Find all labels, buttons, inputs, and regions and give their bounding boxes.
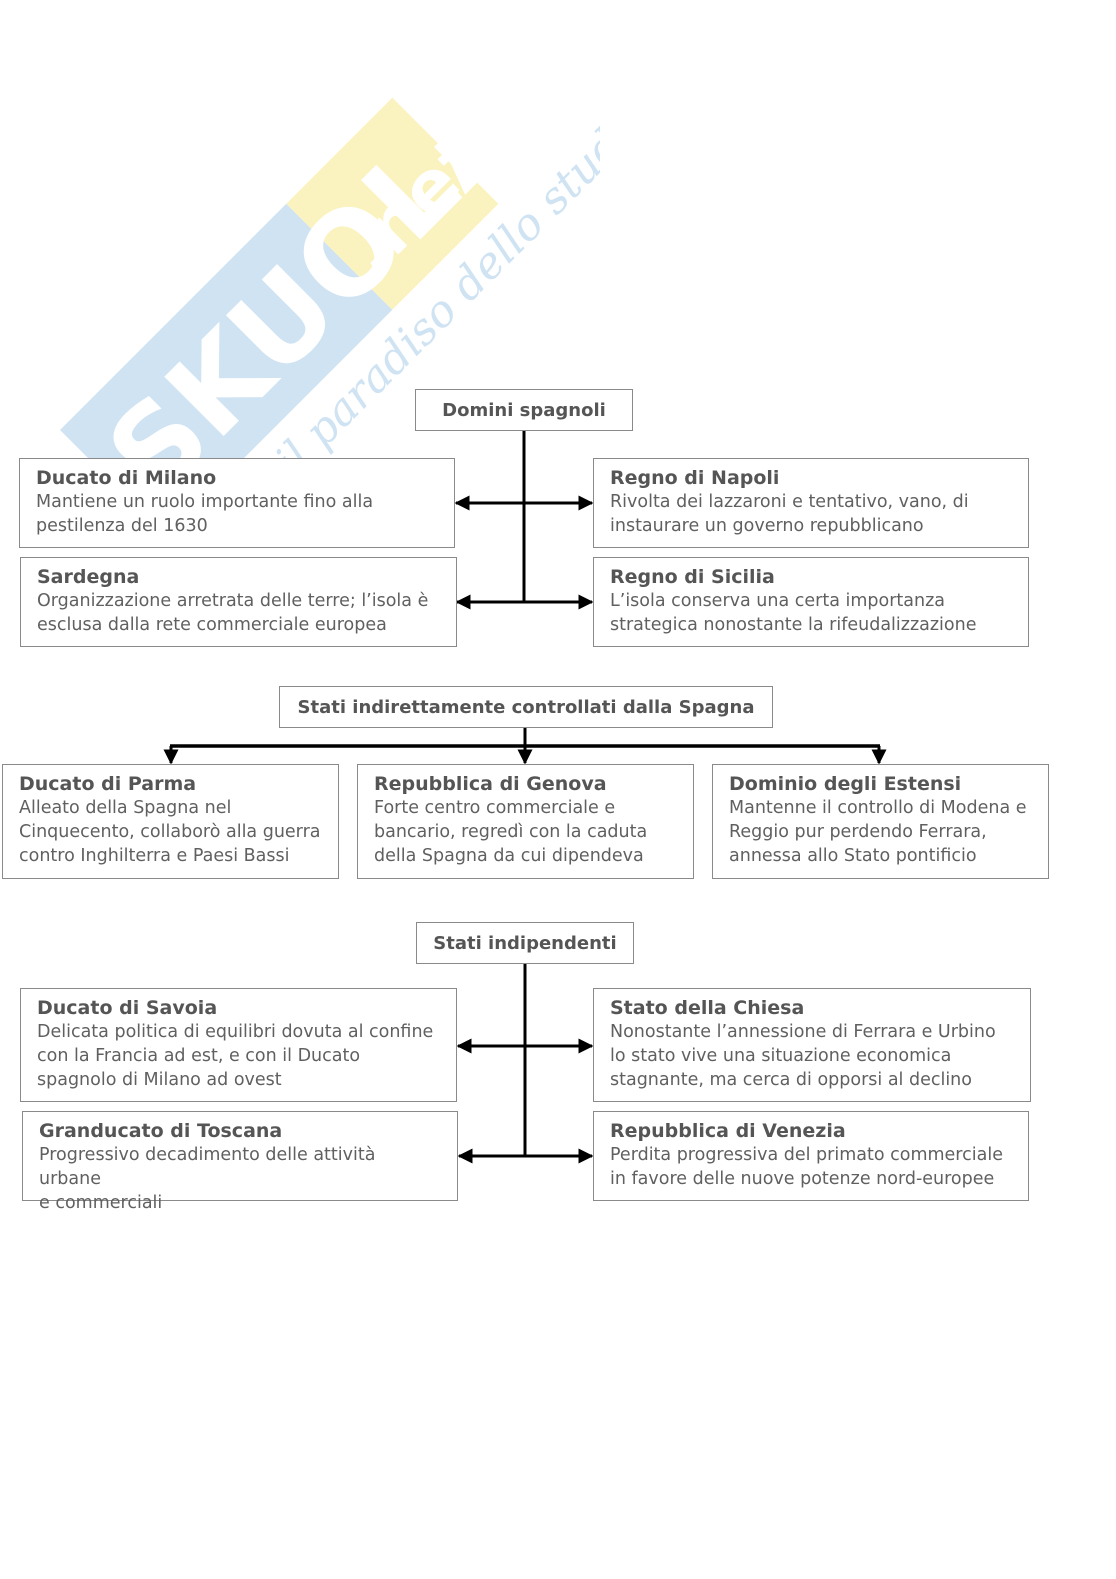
box-regno-di-napoli: Regno di Napoli Rivolta dei lazzaroni e … <box>593 458 1029 548</box>
box-line: Mantenne il controllo di Modena e <box>729 798 1027 818</box>
box-line: instaurare un governo repubblicano <box>610 516 924 536</box>
box-line: Perdita progressiva del primato commerci… <box>610 1145 1003 1165</box>
box-title: Ducato di Milano <box>36 467 217 489</box>
box-stato-della-chiesa: Stato della Chiesa Nonostante l’annessio… <box>593 988 1031 1102</box>
box-line: della Spagna da cui dipendeva <box>374 846 644 866</box>
box-line: e commerciali <box>39 1193 163 1213</box>
box-title: Ducato di Savoia <box>37 997 218 1019</box>
box-repubblica-di-genova: Repubblica di Genova Forte centro commer… <box>357 764 694 879</box>
box-line: Rivolta dei lazzaroni e tentativo, vano,… <box>610 492 969 512</box>
box-line: Cinquecento, collaborò alla guerra <box>19 822 321 842</box>
box-title: Regno di Sicilia <box>610 566 775 588</box>
box-title: Regno di Napoli <box>610 467 780 489</box>
box-line: strategica nonostante la rifeudalizzazio… <box>610 615 977 635</box>
box-line: bancario, regredì con la caduta <box>374 822 648 842</box>
box-ducato-di-savoia: Ducato di Savoia Delicata politica di eq… <box>20 988 457 1102</box>
box-title: Ducato di Parma <box>19 773 197 795</box>
box-line: lo stato vive una situazione economica <box>610 1046 952 1066</box>
box-ducato-di-milano: Ducato di Milano Mantiene un ruolo impor… <box>19 458 455 548</box>
box-line: Nonostante l’annessione di Ferrara e Urb… <box>610 1022 996 1042</box>
box-regno-di-sicilia: Regno di Sicilia L’isola conserva una ce… <box>593 557 1029 647</box>
header-stati-indipendenti: Stati indipendenti <box>416 922 634 964</box>
header-label: Domini spagnoli <box>442 399 606 421</box>
box-line: contro Inghilterra e Paesi Bassi <box>19 846 290 866</box>
box-line: Delicata politica di equilibri dovuta al… <box>37 1022 434 1042</box>
box-line: con la Francia ad est, e con il Ducato <box>37 1046 361 1066</box>
box-title: Repubblica di Genova <box>374 773 607 795</box>
box-repubblica-di-venezia: Repubblica di Venezia Perdita progressiv… <box>593 1111 1029 1201</box>
header-stati-indirettamente-controllati: Stati indirettamente controllati dalla S… <box>279 686 773 728</box>
header-label: Stati indirettamente controllati dalla S… <box>297 696 755 718</box>
box-line: stagnante, ma cerca di opporsi al declin… <box>610 1070 972 1090</box>
header-label: Stati indipendenti <box>433 932 617 954</box>
box-ducato-di-parma: Ducato di Parma Alleato della Spagna nel… <box>2 764 339 879</box>
box-line: annessa allo Stato pontificio <box>729 846 977 866</box>
box-line: Organizzazione arretrata delle terre; l’… <box>37 591 429 611</box>
box-sardegna: Sardegna Organizzazione arretrata delle … <box>20 557 457 647</box>
box-line: L’isola conserva una certa importanza <box>610 591 945 611</box>
box-title: Dominio degli Estensi <box>729 773 962 795</box>
box-line: Reggio pur perdendo Ferrara, <box>729 822 987 842</box>
box-title: Sardegna <box>37 566 140 588</box>
box-line: Mantiene un ruolo importante fino alla <box>36 492 374 512</box>
box-line: Alleato della Spagna nel <box>19 798 232 818</box>
box-line: Progressivo decadimento delle attività u… <box>39 1145 376 1189</box>
box-title: Repubblica di Venezia <box>610 1120 846 1142</box>
box-line: in favore delle nuove potenze nord-europ… <box>610 1169 995 1189</box>
box-granducato-di-toscana: Granducato di Toscana Progressivo decadi… <box>22 1111 458 1213</box>
box-title: Stato della Chiesa <box>610 997 805 1019</box>
box-line: pestilenza del 1630 <box>36 516 208 536</box>
header-domini-spagnoli: Domini spagnoli <box>415 389 633 431</box>
box-dominio-degli-estensi: Dominio degli Estensi Mantenne il contro… <box>712 764 1049 879</box>
box-line: spagnolo di Milano ad ovest <box>37 1070 282 1090</box>
box-line: esclusa dalla rete commerciale europea <box>37 615 387 635</box>
box-title: Granducato di Toscana <box>39 1120 283 1142</box>
box-line: Forte centro commerciale e <box>374 798 616 818</box>
